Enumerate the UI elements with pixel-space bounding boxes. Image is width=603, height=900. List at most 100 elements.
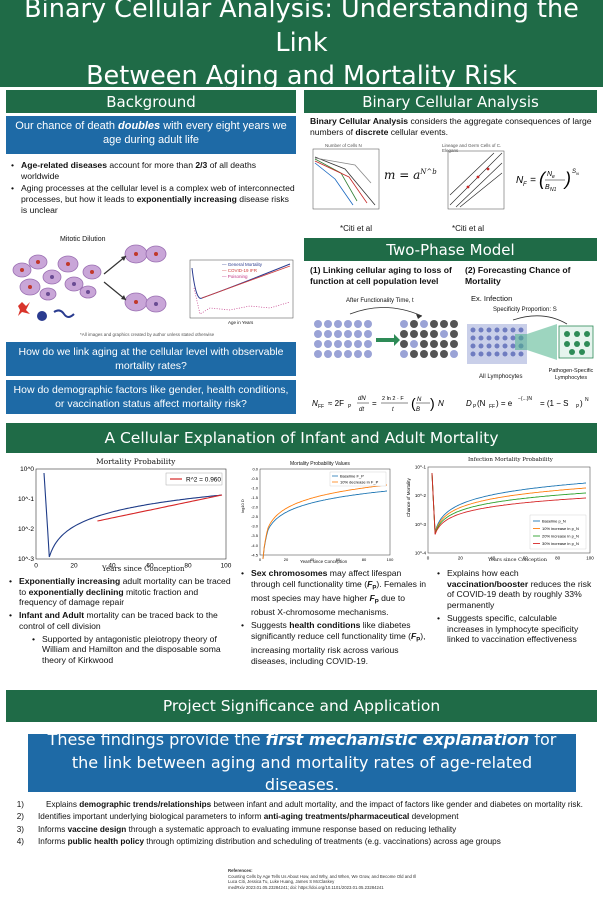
lineage-plot (447, 150, 505, 210)
chart3-legend-item: 20% increase in p_N (542, 534, 579, 539)
chart2-ytick: -0.5 (251, 476, 259, 481)
bullet-age-diseases: Age-related diseases account for more th… (10, 160, 295, 181)
phase1-heading: (1) Linking cellular aging to loss of fu… (310, 265, 452, 287)
chart3-ytick: 10^-3 (415, 522, 427, 527)
svg-text:P: P (576, 404, 580, 410)
background-heading: Background (6, 90, 296, 113)
specificity-label: Specificity Proportion: S (493, 307, 557, 313)
chart3-legend-item: 30% increase in p_N (542, 541, 579, 546)
chart3-series-line (431, 472, 587, 534)
chart-infection-mortality: Infection Mortality Probability 10^-1 10^… (402, 457, 596, 567)
chart2-xtick: 100 (387, 557, 394, 562)
chart3-series-line (431, 472, 587, 533)
phase1-eq-svg: N FF ≈ 2F P dN dt = 2 ln 2 · F t ( N B )… (312, 395, 444, 413)
col1-bullet1: Exponentially increasing adult mortality… (8, 576, 234, 608)
bca-eq2: N F = ( N e B N1 ) S N (516, 165, 596, 198)
chart1-yticks: 10^010^-110^-210^-3 (18, 466, 34, 563)
background-bullets: Age-related diseases account for more th… (10, 160, 295, 218)
cell-population-illustration (314, 307, 458, 358)
title-line1: Binary Cellular Analysis: Understanding … (24, 0, 579, 58)
project-item-3: 3)Informs vaccine design through a syste… (16, 824, 457, 834)
chart3-legend-item: Baseline p_N (542, 519, 566, 524)
chart3-title: Infection Mortality Probability (468, 457, 553, 463)
chart2-ytick: -3.5 (251, 533, 259, 538)
svg-text:≈ 2F: ≈ 2F (328, 399, 344, 408)
svg-text:N: N (312, 399, 318, 408)
svg-text:): ) (580, 399, 583, 408)
mortality-legend: — General Mortality — COVID-19 IFR — Poi… (222, 262, 262, 280)
chart2-ytick: -4.0 (251, 543, 259, 548)
chart1-fit-line (97, 494, 223, 522)
svg-text:D: D (466, 399, 472, 408)
col3-bullet1: Explains how each vaccination/booster re… (436, 568, 596, 611)
svg-text:t: t (392, 407, 394, 413)
svg-text:B: B (545, 184, 550, 191)
chart1-ytick: 10^0 (20, 466, 34, 473)
chart3-ytick: 10^-1 (415, 465, 427, 470)
cellular-col2: Sex chromosomes may affect lifespan thro… (240, 568, 430, 668)
image-credit-caption: *All images and graphics created by auth… (80, 332, 215, 337)
chart1-xtick: 40 (108, 563, 116, 570)
chart1-legend-text: R^2 = 0.960 (186, 477, 221, 484)
chart3-xtick: 40 (490, 556, 496, 561)
svg-text:N: N (585, 397, 589, 403)
chart2-decrease-line (262, 484, 388, 560)
chart2-ytick: -2.0 (251, 505, 259, 510)
project-lead: These findings provide the first mechani… (28, 730, 576, 794)
chart2-ytick: -2.5 (251, 514, 259, 519)
phase1-figure: After Functionality Time, t (310, 294, 462, 380)
all-lymphocytes-label: All Lymphocytes (479, 374, 523, 380)
bca-heading: Binary Cellular Analysis (304, 90, 597, 113)
chart1-xtick: 0 (34, 563, 38, 570)
chart2-title: Mortality Probability Values (290, 461, 350, 467)
chart-mortality-values: Mortality Probability Values 0.0-0.5-1.0… (238, 461, 396, 565)
after-functionality-label: After Functionality Time, t (346, 298, 414, 304)
project-item-2: 2)Identifies important underlying biolog… (16, 812, 459, 822)
bca-cite2: *Citi et al (452, 224, 485, 233)
project-list: 1)Explains demographic trends/relationsh… (14, 800, 594, 849)
chart3-xtick: 80 (555, 556, 561, 561)
cellular-col1: Exponentially increasing adult mortality… (8, 576, 234, 668)
mortality-curves (189, 259, 294, 319)
reference-line3: medRxiv 2023.01.05.23284241; doi: https:… (228, 884, 384, 890)
bullet-aging-processes: Aging processes at the cellular level is… (10, 183, 295, 215)
chart2-ytick: 0.0 (252, 466, 258, 471)
chart3-xtick: 20 (458, 556, 464, 561)
chart1-xtick: 20 (70, 563, 78, 570)
svg-text:): ) (430, 395, 435, 411)
bca-fig1-title: Number of Cells N (325, 143, 362, 148)
chart1-model-line (43, 472, 223, 558)
legend-general: — General Mortality (222, 262, 263, 267)
svg-text:dN: dN (358, 396, 366, 402)
chart3-ytick: 10^-2 (415, 493, 427, 498)
chart3-xtick: 0 (427, 556, 430, 561)
chart1-xlabel: Years since Conception (102, 565, 185, 573)
bca-figure-right: Lineage and Germ Cells of C. Elegans (438, 143, 514, 221)
chart2-legend-baseline: Baseline F_P (340, 474, 364, 479)
chart3-series-line (431, 472, 587, 535)
phase1-equation: N FF ≈ 2F P dN dt = 2 ln 2 · F t ( N B )… (312, 392, 462, 414)
col1-subbullet: Supported by antagonistic pleiotropy the… (31, 634, 234, 666)
general-mortality-chart: — General Mortality — COVID-19 IFR — Poi… (180, 258, 298, 330)
svg-text:FF: FF (489, 404, 495, 410)
svg-text:N: N (438, 399, 444, 408)
chart2-xlabel: Years since Conception (300, 559, 348, 564)
col3-bullet2: Suggests specific, calculable increases … (436, 613, 596, 645)
bca-cite1: *Citi et al (340, 224, 373, 233)
svg-text:N: N (516, 175, 524, 186)
mortality-x-label: Age in Years (228, 320, 254, 325)
svg-text:P: P (348, 404, 352, 410)
chart3-xtick: 60 (523, 556, 529, 561)
project-item-1: 1)Explains demographic trends/relationsh… (16, 800, 583, 809)
chart2-ylabel: log10 D (240, 499, 245, 513)
cellular-heading: A Cellular Explanation of Infant and Adu… (6, 423, 597, 453)
chart3-series-line (431, 472, 587, 534)
phase2-eq-svg: D P (N FF ) = e −(...)N = (1 − S P ) N (466, 396, 589, 410)
chart3-yticks: 10^-110^-210^-310^-4 (415, 465, 427, 556)
reference-line2: Luca Citi, Jessica Tu, Luke Huang, James… (228, 879, 335, 885)
svg-text:(: ( (539, 169, 547, 189)
background-lead: Our chance of death doubles with every e… (6, 116, 296, 154)
chart1-title: Mortality Probability (96, 457, 176, 466)
